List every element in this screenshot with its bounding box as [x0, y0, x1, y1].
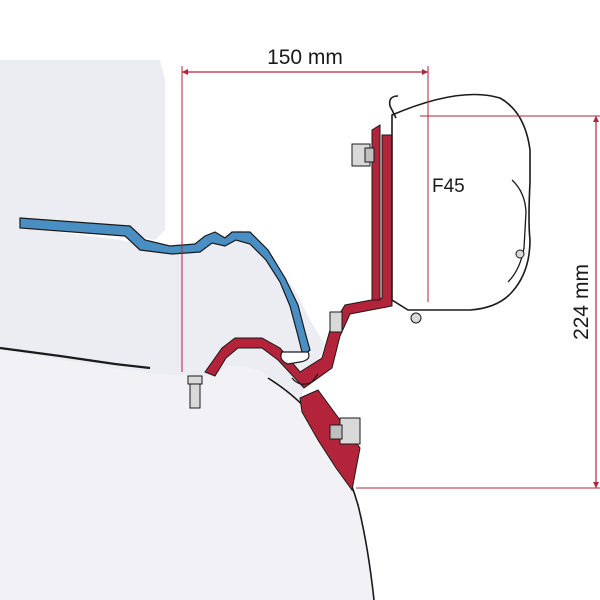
upper-bolt — [351, 143, 375, 167]
vehicle-edge-line — [0, 346, 151, 370]
awning-cassette — [391, 93, 531, 311]
width-dimension-label: 150 mm — [267, 46, 343, 69]
adapter-bracket-vertical — [371, 124, 381, 301]
height-dimension — [356, 115, 600, 489]
middle-bolt — [329, 311, 343, 333]
awning-hook — [388, 95, 399, 119]
adapter-bracket-plate — [299, 389, 361, 492]
awning-cassette-inner — [507, 179, 527, 283]
left-bolt — [187, 375, 203, 409]
awning-model-label: F45 — [432, 176, 465, 197]
vehicle-lower-body — [0, 350, 375, 600]
lower-bolt — [329, 417, 361, 445]
vehicle-roof-panel — [0, 60, 325, 398]
width-dimension — [181, 66, 429, 372]
awning-bottom-screw — [410, 312, 422, 324]
clamp-clip — [280, 351, 319, 385]
awning-screw — [515, 249, 525, 259]
height-dimension-label: 224 mm — [570, 264, 593, 340]
